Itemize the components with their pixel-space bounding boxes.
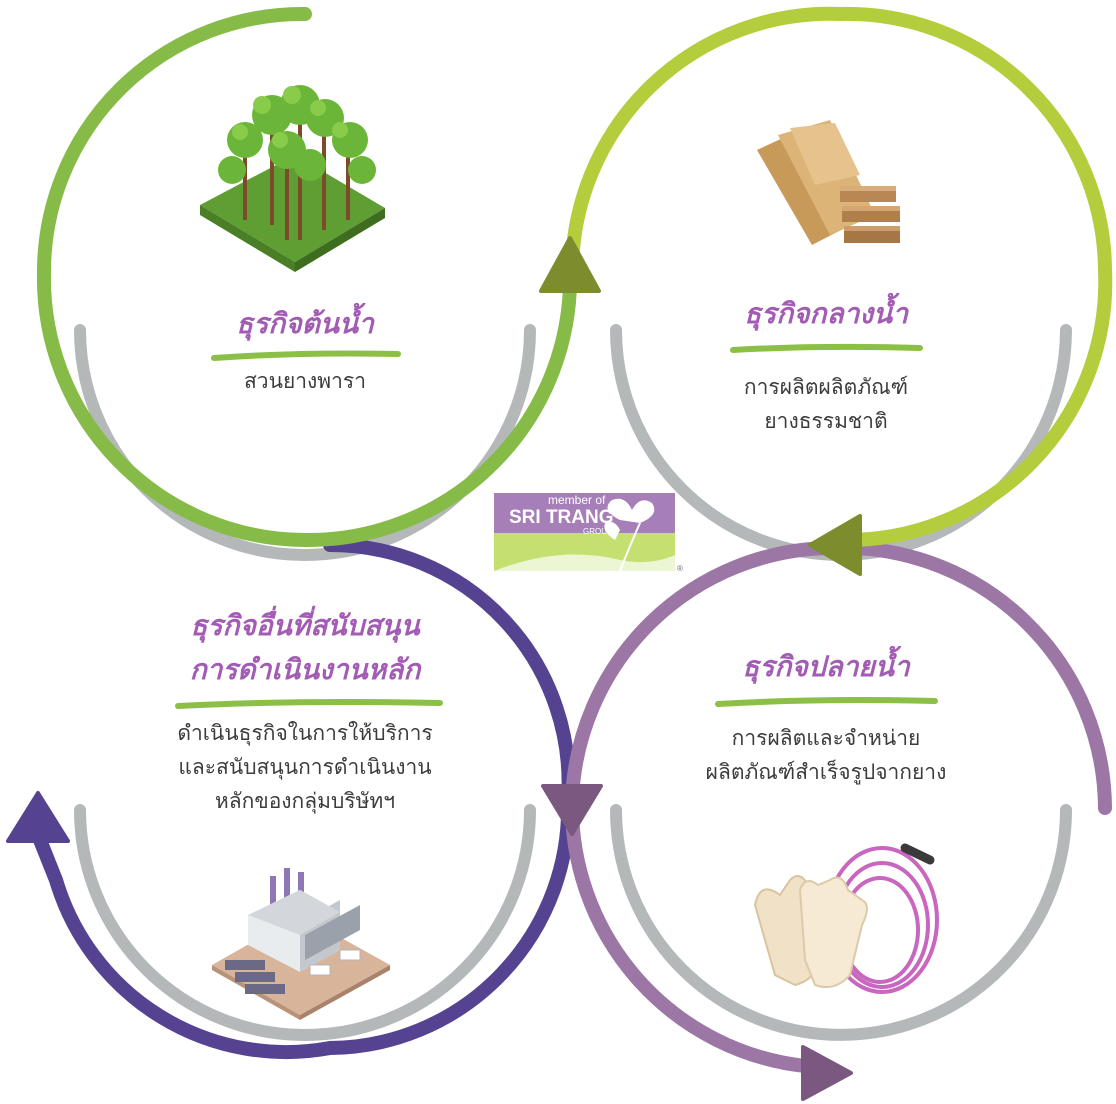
arrow-right-plum-icon (801, 1045, 853, 1101)
logo-sri-trang: SRI TRANG (509, 507, 614, 528)
logo-registered-mark: ® (677, 564, 683, 573)
downstream-gray-arc (610, 804, 1072, 1041)
logo-group: GROUP (583, 527, 612, 536)
supporting-ring (29, 537, 576, 1059)
upstream-ring (36, 6, 578, 548)
supporting-line-2: และสนับสนุนการดำเนินงาน (178, 755, 432, 779)
midstream-line-1: การผลิตผลิตภัณฑ์ (743, 375, 909, 399)
arrow-down-plum-icon (541, 784, 603, 836)
midstream-text-block: ธุรกิจกลางน้ำ การผลิตผลิตภัณฑ์ ยางธรรมชา… (686, 292, 966, 438)
downstream-ring (564, 540, 1112, 1073)
upstream-line-1: สวนยางพารา (243, 369, 367, 393)
upstream-text-block: ธุรกิจต้นน้ำ สวนยางพารา (170, 302, 440, 398)
supporting-line-3: หลักของกลุ่มบริษัทฯ (214, 789, 396, 813)
upstream-underline (211, 350, 401, 361)
midstream-heading: ธุรกิจกลางน้ำ (744, 297, 908, 330)
downstream-line-1: การผลิตและจำหน่าย (731, 726, 921, 750)
downstream-heading: ธุรกิจปลายน้ำ (742, 650, 910, 683)
sri-trang-logo: member of SRI TRANG GROUP ® (494, 493, 683, 573)
midstream-underline (730, 343, 923, 353)
rubber-plantation-icon (200, 85, 385, 272)
arrow-up-olive-icon (539, 236, 601, 293)
downstream-line-2: ผลิตภัณฑ์สำเร็จรูปจากยาง (705, 760, 947, 784)
supporting-underline (175, 699, 443, 709)
natural-rubber-sheets-icon (757, 120, 900, 245)
upstream-heading: ธุรกิจต้นน้ำ (236, 307, 374, 340)
midstream-line-2: ยางธรรมชาติ (764, 409, 888, 433)
arrow-left-olive-icon (808, 514, 862, 576)
downstream-underline (715, 697, 938, 707)
supporting-gray-arc (74, 804, 536, 1041)
supporting-line-1: ดำเนินธุรกิจในการให้บริการ (177, 721, 433, 745)
arrow-up-indigo-icon (6, 791, 70, 843)
upstream-gray-arc (74, 324, 536, 561)
supporting-heading-line-2: การดำเนินงานหลัก (189, 653, 421, 686)
gloves-and-hose-icon (753, 843, 939, 994)
supporting-text-block: ธุรกิจอื่นที่สนับสนุน การดำเนินงานหลัก ด… (140, 604, 470, 818)
logo-member-of: member of (548, 493, 606, 507)
supporting-heading-line-1: ธุรกิจอื่นที่สนับสนุน (190, 609, 420, 642)
downstream-text-block: ธุรกิจปลายน้ำ การผลิตและจำหน่าย ผลิตภัณฑ… (676, 645, 976, 789)
factory-icon (212, 862, 390, 1020)
midstream-ring (565, 6, 1113, 548)
